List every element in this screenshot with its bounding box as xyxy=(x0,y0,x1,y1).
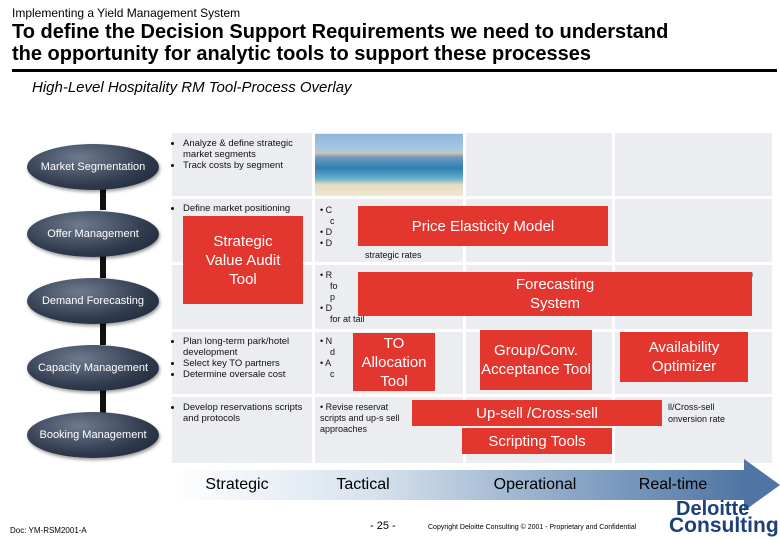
doc-id: Doc: YM-RSM2001-A xyxy=(10,526,87,535)
tool-label: Availability Optimizer xyxy=(648,339,720,375)
strategic-cell-capacity: Plan long-term park/hotel development Se… xyxy=(174,336,312,380)
tool-label: Price Elasticity Model xyxy=(411,217,555,235)
scale-tactical: Tactical xyxy=(336,476,390,493)
tactical-fragment: • R fo p • D for at tail xyxy=(320,270,365,325)
row-separator xyxy=(172,329,772,332)
fragment-line: c xyxy=(320,369,335,380)
fragment-text: D xyxy=(325,227,333,237)
process-market-segmentation: Market Segmentation xyxy=(27,144,159,190)
fragment-text: R xyxy=(325,270,333,280)
fragment-line: • D xyxy=(320,238,333,248)
fragment-line: • D xyxy=(320,227,333,237)
fragment-text: N xyxy=(325,336,333,346)
scale-operational: Operational xyxy=(493,476,577,493)
tactical-fragment-booking: • Revise reservat scripts and up-s sell … xyxy=(320,402,400,434)
bullet: Select key TO partners xyxy=(183,358,312,369)
lane-connector xyxy=(100,245,106,278)
bullet: Define market positioning xyxy=(183,203,312,214)
strategic-cell-segmentation: Analyze & define strategic market segmen… xyxy=(174,138,312,171)
row-separator xyxy=(172,196,772,199)
fragment-line: d xyxy=(320,347,335,358)
fragment-line: p xyxy=(320,292,365,303)
strategic-cell-booking: Develop reservations scripts and protoco… xyxy=(174,402,312,424)
process-demand-forecasting: Demand Forecasting xyxy=(27,278,159,324)
bullet: Track costs by segment xyxy=(183,160,312,171)
tool-price-elasticity-model[interactable]: Price Elasticity Model xyxy=(358,206,608,246)
deloitte-logo-line1: Deloitte xyxy=(676,498,750,520)
tool-label: Strategic Value Audit Tool xyxy=(205,232,281,288)
scale-strategic: Strategic xyxy=(205,476,269,493)
strategic-cell-offer: Define market positioning xyxy=(174,203,312,214)
page-title-line1: To define the Decision Support Requireme… xyxy=(12,21,669,43)
fragment-line: • D xyxy=(320,303,333,313)
fragment-text: C xyxy=(325,205,333,215)
fragment-line: • N xyxy=(320,336,333,346)
page-title-line2: the opportunity for analytic tools to su… xyxy=(12,43,591,65)
realtime-fragment: ll/Cross-sell xyxy=(668,402,715,412)
fragment-text: D xyxy=(325,238,333,248)
realtime-fragment: onversion rate xyxy=(668,414,726,424)
tool-strategic-value-audit[interactable]: Strategic Value Audit Tool xyxy=(183,216,303,304)
row-separator xyxy=(172,262,772,265)
bullet: Analyze & define strategic market segmen… xyxy=(183,138,312,160)
fragment-line: • C xyxy=(320,205,333,215)
page-number: - 25 - xyxy=(370,520,396,532)
fragment-text: c xyxy=(330,369,335,379)
fragment-text: A xyxy=(325,358,332,368)
kicker-text: Implementing a Yield Management System xyxy=(12,6,241,20)
page-title: To define the Decision Support Requireme… xyxy=(12,21,772,65)
lane-connector xyxy=(100,380,106,413)
fragment-text: for at tail xyxy=(330,314,365,324)
lane-connector xyxy=(100,312,106,345)
tool-to-allocation[interactable]: TO Allocation Tool xyxy=(353,333,435,391)
time-horizon-arrow-head xyxy=(744,459,780,511)
fragment-text: d xyxy=(330,347,336,357)
fragment-text: c xyxy=(330,216,335,226)
column-separator xyxy=(312,133,315,463)
row-separator xyxy=(172,394,772,397)
tactical-fragment: • N d • A c xyxy=(320,336,335,380)
fragment-line: c xyxy=(320,216,335,227)
tactical-fragment-tail: strategic rates xyxy=(365,250,422,260)
tool-scripting-tools[interactable]: Scripting Tools xyxy=(462,428,612,454)
tool-label: Group/Conv. Acceptance Tool xyxy=(481,342,591,378)
tactical-fragment: • C c • D • D xyxy=(320,205,335,249)
scale-realtime: Real-time xyxy=(638,476,708,493)
fragment-line: • A xyxy=(320,358,332,368)
copyright: Copyright Deloitte Consulting © 2001 - P… xyxy=(428,524,637,531)
deloitte-logo-line2: Consulting xyxy=(669,514,779,537)
tool-label: TO Allocation Tool xyxy=(361,334,427,390)
beach-photo xyxy=(315,134,463,196)
time-horizon-arrow xyxy=(172,470,746,500)
fragment-line: • R xyxy=(320,270,333,280)
diagram-subtitle: High-Level Hospitality RM Tool-Process O… xyxy=(32,79,352,96)
bullet: Plan long-term park/hotel development xyxy=(183,336,312,358)
process-booking-management: Booking Management xyxy=(27,412,159,458)
process-capacity-management: Capacity Management xyxy=(27,345,159,391)
fragment-line: fo xyxy=(320,281,365,292)
fragment-text: fo xyxy=(330,281,338,291)
tool-forecasting-system[interactable]: Forecasting System xyxy=(358,272,752,316)
fragment-line: for at tail xyxy=(320,314,365,325)
fragment-text: Revise reservat scripts and up-s sell ap… xyxy=(320,402,400,434)
bullet: Determine oversale cost xyxy=(183,369,312,380)
tool-upsell-crosssell[interactable]: Up-sell /Cross-sell xyxy=(412,400,662,426)
lane-connector xyxy=(100,178,106,210)
bullet: Develop reservations scripts and protoco… xyxy=(183,402,312,424)
process-offer-management: Offer Management xyxy=(27,211,159,257)
tool-label: Forecasting System xyxy=(515,276,595,312)
fragment-text: D xyxy=(325,303,333,313)
fragment-text: p xyxy=(330,292,336,302)
tool-availability-optimizer[interactable]: Availability Optimizer xyxy=(620,332,748,382)
tool-group-conv-acceptance[interactable]: Group/Conv. Acceptance Tool xyxy=(480,330,592,390)
title-rule xyxy=(12,69,777,72)
